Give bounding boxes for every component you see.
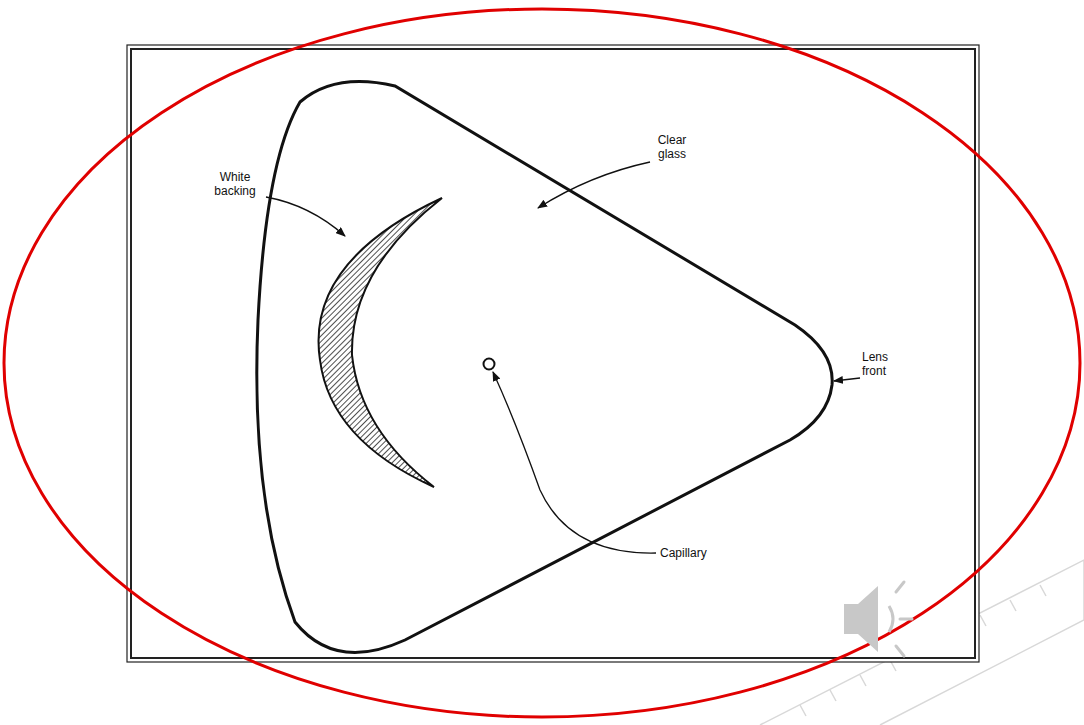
part-label: Clear glass <box>652 133 692 161</box>
leader-line <box>538 162 650 208</box>
capillary-circle <box>484 359 495 370</box>
leader-line <box>834 378 860 381</box>
highlight-ellipse <box>4 9 1080 717</box>
leader-line <box>266 197 345 236</box>
white-backing-crescent <box>319 198 442 487</box>
leader-line <box>493 372 656 553</box>
frame-inner <box>131 49 975 658</box>
part-label: White backing <box>205 170 265 198</box>
frame <box>127 45 979 662</box>
speaker-icon <box>844 582 912 656</box>
lens-outline <box>257 82 832 653</box>
part-label: Capillary <box>660 546 750 560</box>
part-label: Lens front <box>862 350 902 378</box>
